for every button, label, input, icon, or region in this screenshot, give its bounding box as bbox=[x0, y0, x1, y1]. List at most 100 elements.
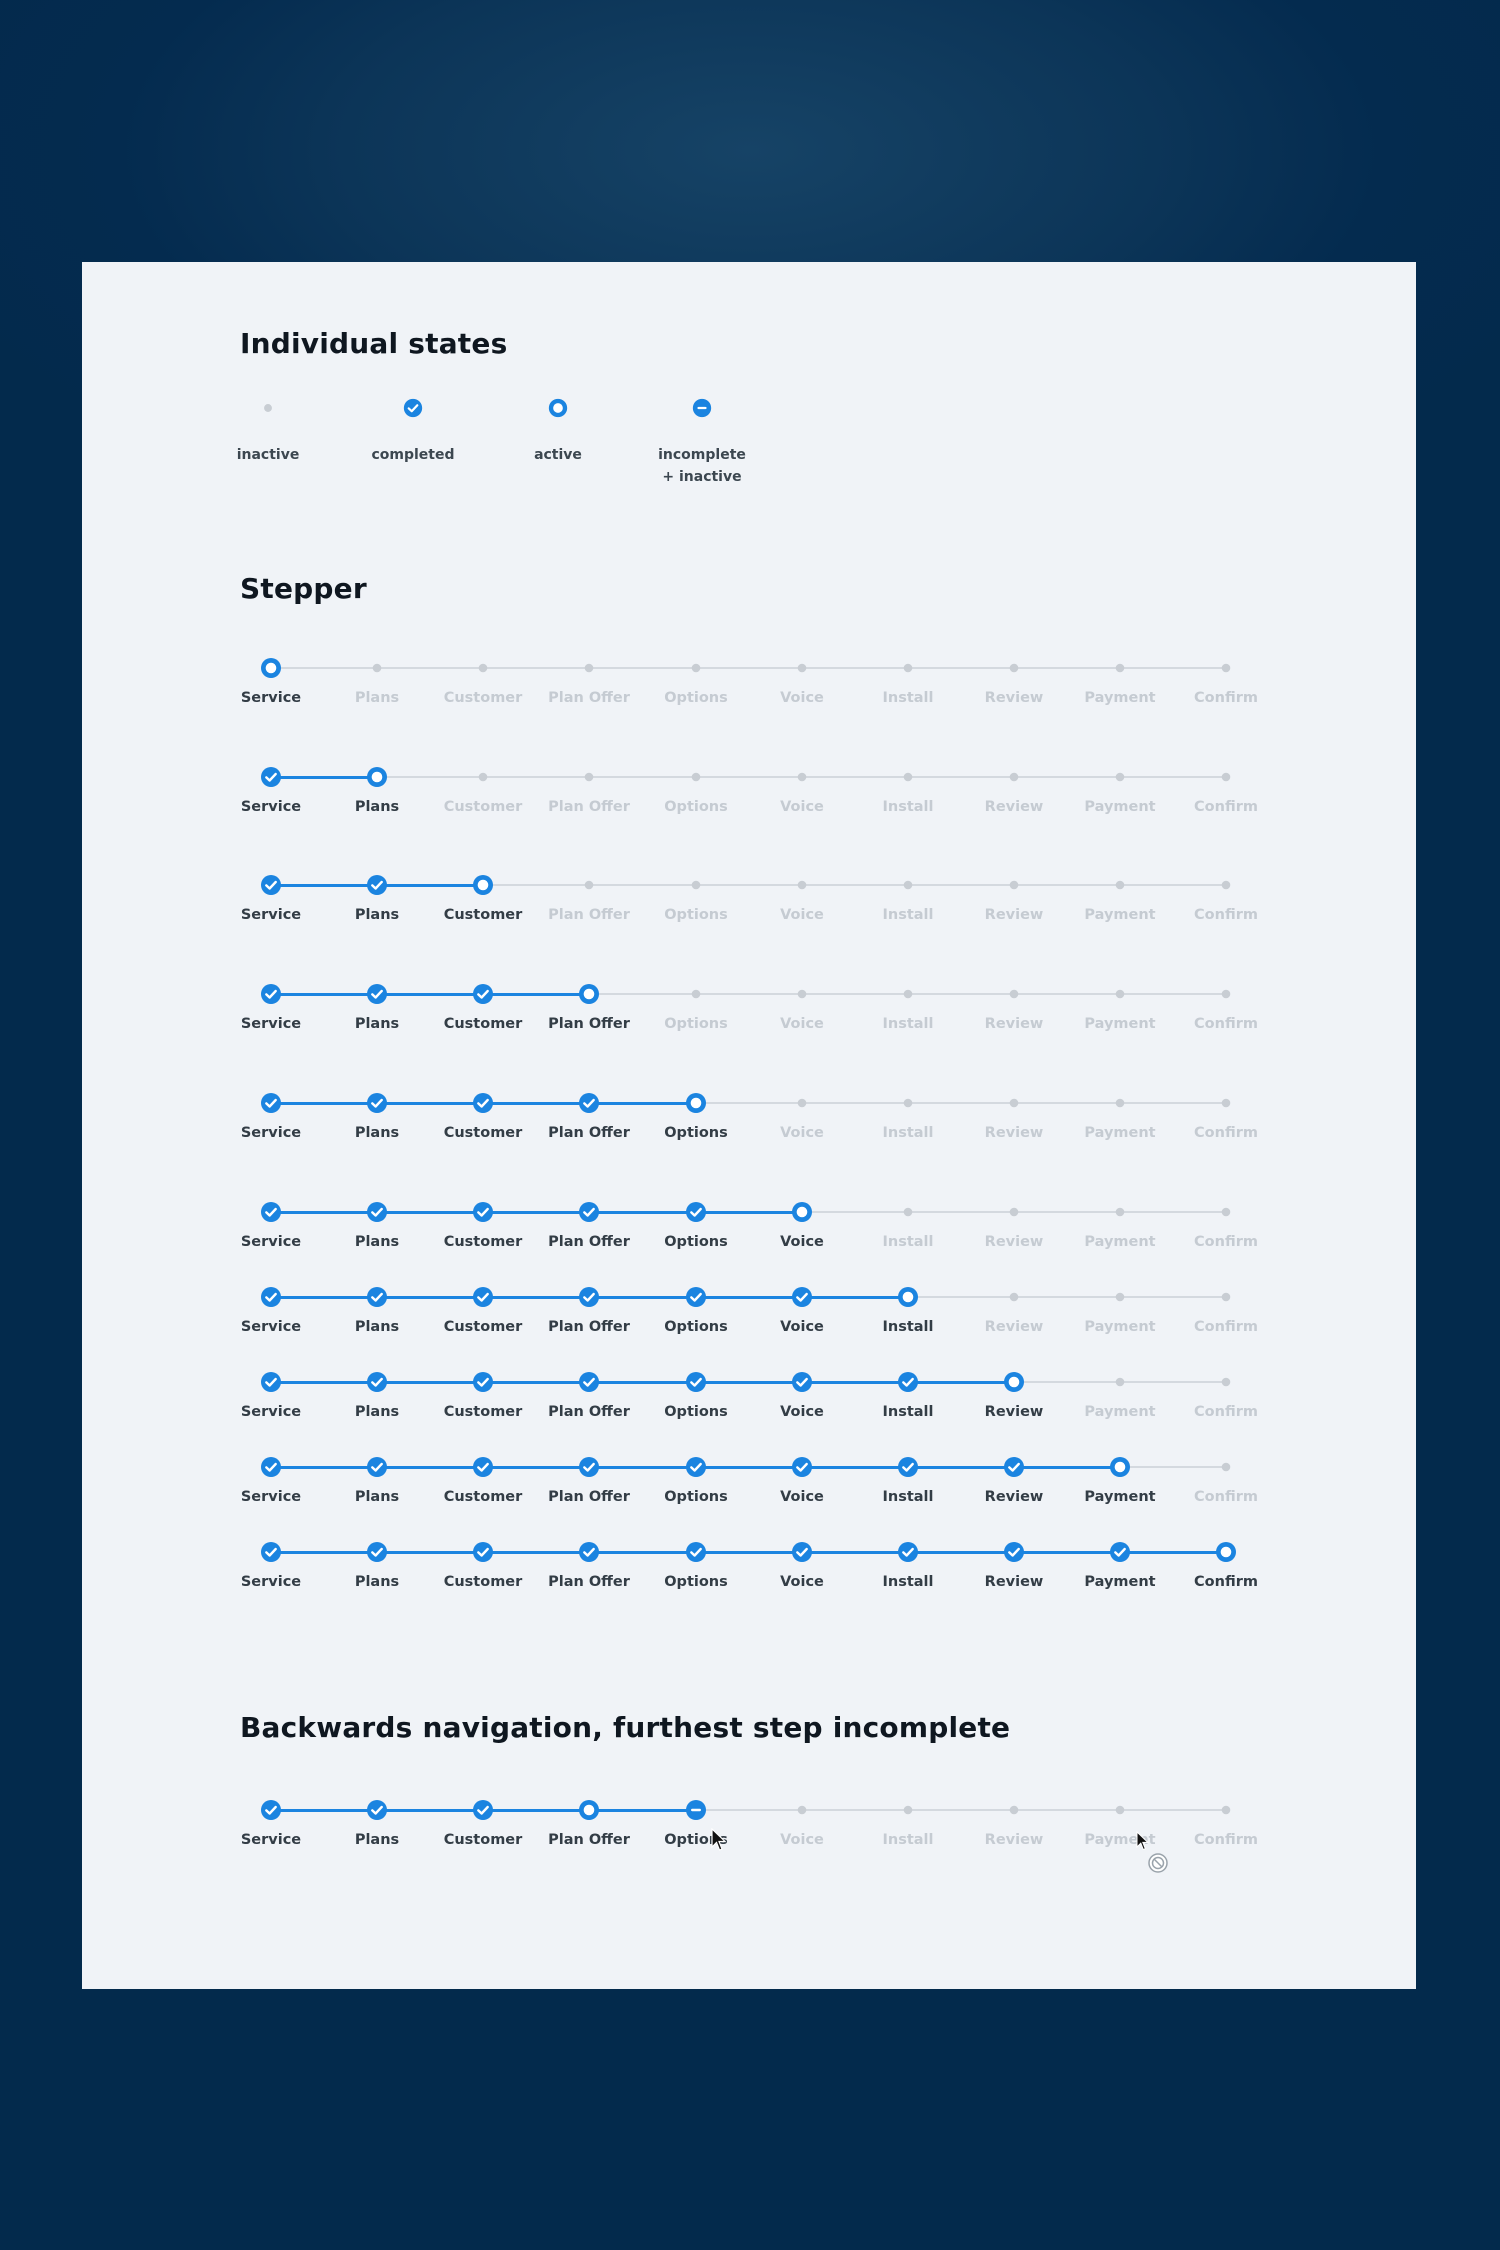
check-circle-icon[interactable] bbox=[684, 1200, 708, 1224]
check-circle-icon[interactable] bbox=[259, 765, 283, 789]
check-circle-icon[interactable] bbox=[577, 1370, 601, 1394]
step-label-customer[interactable]: Customer bbox=[443, 1404, 523, 1420]
step-label-customer[interactable]: Customer bbox=[443, 1574, 523, 1590]
step-label-plans[interactable]: Plans bbox=[354, 1234, 400, 1250]
step-label-plan-offer[interactable]: Plan Offer bbox=[548, 1016, 630, 1032]
step-label-plan-offer[interactable]: Plan Offer bbox=[548, 1234, 630, 1250]
step-label-payment[interactable]: Payment bbox=[1084, 1489, 1156, 1505]
check-circle-icon[interactable] bbox=[471, 982, 495, 1006]
step-label-service[interactable]: Service bbox=[240, 1125, 302, 1141]
check-circle-icon[interactable] bbox=[259, 1798, 283, 1822]
active-step-icon[interactable] bbox=[577, 982, 601, 1006]
check-circle-icon[interactable] bbox=[1002, 1455, 1026, 1479]
step-label-install[interactable]: Install bbox=[882, 1319, 934, 1335]
step-label-options[interactable]: Options bbox=[664, 1404, 728, 1420]
step-label-plan-offer[interactable]: Plan Offer bbox=[548, 1574, 630, 1590]
step-label-service[interactable]: Service bbox=[240, 690, 302, 706]
step-label-plan-offer[interactable]: Plan Offer bbox=[548, 1125, 630, 1141]
check-circle-icon[interactable] bbox=[259, 1091, 283, 1115]
minus-circle-icon[interactable] bbox=[684, 1798, 708, 1822]
active-step-icon[interactable] bbox=[365, 765, 389, 789]
check-circle-icon[interactable] bbox=[790, 1370, 814, 1394]
step-label-plans[interactable]: Plans bbox=[354, 1125, 400, 1141]
check-circle-icon[interactable] bbox=[365, 873, 389, 897]
check-circle-icon[interactable] bbox=[790, 1455, 814, 1479]
active-step-icon[interactable] bbox=[684, 1091, 708, 1115]
check-circle-icon[interactable] bbox=[365, 1798, 389, 1822]
check-circle-icon[interactable] bbox=[471, 1285, 495, 1309]
step-label-service[interactable]: Service bbox=[240, 1489, 302, 1505]
step-label-service[interactable]: Service bbox=[240, 907, 302, 923]
step-label-plans[interactable]: Plans bbox=[354, 1016, 400, 1032]
check-circle-icon[interactable] bbox=[684, 1455, 708, 1479]
check-circle-icon[interactable] bbox=[471, 1540, 495, 1564]
check-circle-icon[interactable] bbox=[365, 1285, 389, 1309]
active-step-icon[interactable] bbox=[1002, 1370, 1026, 1394]
step-label-customer[interactable]: Customer bbox=[443, 1125, 523, 1141]
check-circle-icon[interactable] bbox=[259, 1370, 283, 1394]
step-label-customer[interactable]: Customer bbox=[443, 907, 523, 923]
step-label-install[interactable]: Install bbox=[882, 1404, 934, 1420]
step-label-options[interactable]: Options bbox=[664, 1319, 728, 1335]
step-label-options[interactable]: Options bbox=[664, 1125, 728, 1141]
check-circle-icon[interactable] bbox=[896, 1455, 920, 1479]
active-step-icon[interactable] bbox=[577, 1798, 601, 1822]
step-label-service[interactable]: Service bbox=[240, 1319, 302, 1335]
check-circle-icon[interactable] bbox=[365, 1200, 389, 1224]
step-label-plans[interactable]: Plans bbox=[354, 1404, 400, 1420]
check-circle-icon[interactable] bbox=[365, 1540, 389, 1564]
check-circle-icon[interactable] bbox=[577, 1455, 601, 1479]
check-circle-icon[interactable] bbox=[471, 1200, 495, 1224]
step-label-plans[interactable]: Plans bbox=[354, 1574, 400, 1590]
step-label-service[interactable]: Service bbox=[240, 1234, 302, 1250]
step-label-service[interactable]: Service bbox=[240, 1016, 302, 1032]
step-label-customer[interactable]: Customer bbox=[443, 1832, 523, 1848]
step-label-plans[interactable]: Plans bbox=[354, 1832, 400, 1848]
check-circle-icon[interactable] bbox=[365, 1091, 389, 1115]
check-circle-icon[interactable] bbox=[577, 1285, 601, 1309]
step-label-plan-offer[interactable]: Plan Offer bbox=[548, 1404, 630, 1420]
check-circle-icon[interactable] bbox=[577, 1200, 601, 1224]
step-label-voice[interactable]: Voice bbox=[780, 1404, 824, 1420]
check-circle-icon[interactable] bbox=[471, 1798, 495, 1822]
step-label-review[interactable]: Review bbox=[984, 1489, 1044, 1505]
step-label-customer[interactable]: Customer bbox=[443, 1319, 523, 1335]
check-circle-icon[interactable] bbox=[259, 1285, 283, 1309]
active-step-icon[interactable] bbox=[790, 1200, 814, 1224]
step-label-review[interactable]: Review bbox=[984, 1574, 1044, 1590]
step-label-options[interactable]: Options bbox=[664, 1234, 728, 1250]
step-label-plans[interactable]: Plans bbox=[354, 799, 400, 815]
step-label-voice[interactable]: Voice bbox=[780, 1489, 824, 1505]
step-label-customer[interactable]: Customer bbox=[443, 1234, 523, 1250]
step-label-plan-offer[interactable]: Plan Offer bbox=[548, 1832, 630, 1848]
check-circle-icon[interactable] bbox=[790, 1540, 814, 1564]
check-circle-icon[interactable] bbox=[1108, 1540, 1132, 1564]
active-step-icon[interactable] bbox=[1108, 1455, 1132, 1479]
check-circle-icon[interactable] bbox=[896, 1540, 920, 1564]
step-label-service[interactable]: Service bbox=[240, 1574, 302, 1590]
check-circle-icon[interactable] bbox=[790, 1285, 814, 1309]
step-label-service[interactable]: Service bbox=[240, 799, 302, 815]
check-circle-icon[interactable] bbox=[1002, 1540, 1026, 1564]
check-circle-icon[interactable] bbox=[365, 1455, 389, 1479]
active-step-icon[interactable] bbox=[896, 1285, 920, 1309]
step-label-plans[interactable]: Plans bbox=[354, 1489, 400, 1505]
step-label-options[interactable]: Options bbox=[664, 1489, 728, 1505]
step-label-service[interactable]: Service bbox=[240, 1404, 302, 1420]
active-step-icon[interactable] bbox=[1214, 1540, 1238, 1564]
check-circle-icon[interactable] bbox=[684, 1370, 708, 1394]
step-label-customer[interactable]: Customer bbox=[443, 1016, 523, 1032]
step-label-install[interactable]: Install bbox=[882, 1489, 934, 1505]
step-label-payment[interactable]: Payment bbox=[1084, 1574, 1156, 1590]
check-circle-icon[interactable] bbox=[259, 1540, 283, 1564]
check-circle-icon[interactable] bbox=[471, 1455, 495, 1479]
check-circle-icon[interactable] bbox=[471, 1091, 495, 1115]
step-label-voice[interactable]: Voice bbox=[780, 1574, 824, 1590]
step-label-customer[interactable]: Customer bbox=[443, 1489, 523, 1505]
step-label-service[interactable]: Service bbox=[240, 1832, 302, 1848]
step-label-options[interactable]: Options bbox=[664, 1574, 728, 1590]
step-label-confirm[interactable]: Confirm bbox=[1194, 1574, 1258, 1590]
check-circle-icon[interactable] bbox=[684, 1540, 708, 1564]
step-label-voice[interactable]: Voice bbox=[780, 1319, 824, 1335]
check-circle-icon[interactable] bbox=[365, 1370, 389, 1394]
